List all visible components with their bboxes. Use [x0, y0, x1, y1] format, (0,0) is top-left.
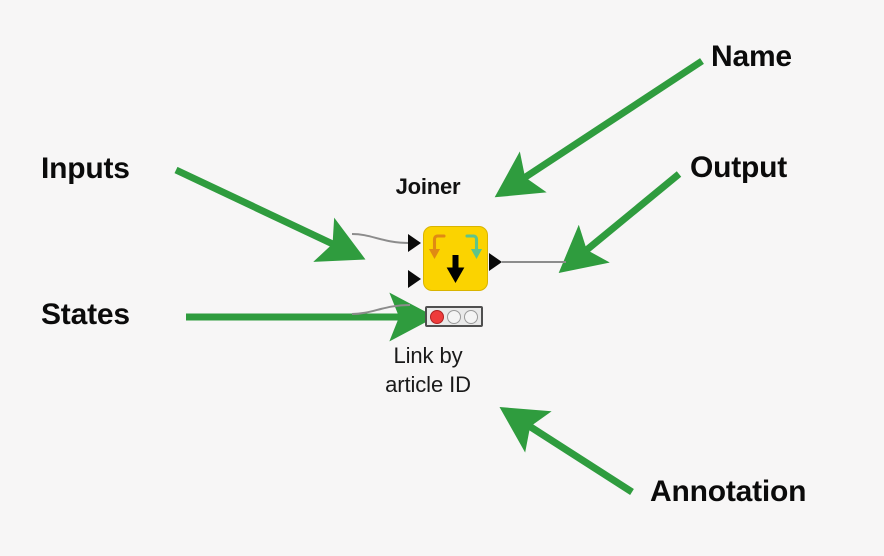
node-annotation[interactable]: Link by article ID [338, 341, 518, 400]
callout-label-output: Output [690, 151, 788, 184]
joiner-merge-icon [428, 234, 483, 284]
arrow-inputs [174, 166, 366, 262]
callout-label-states: States [41, 298, 130, 331]
status-led-yellow [446, 309, 461, 324]
node-annotation-line-1: Link by [393, 343, 463, 368]
callout-label-annotation: Annotation [650, 475, 807, 508]
node-annotation-line-2: article ID [385, 372, 471, 398]
workflow-node[interactable]: Joiner [351, 174, 572, 406]
output-port[interactable] [489, 253, 502, 271]
status-led-green [463, 309, 478, 324]
callout-label-name: Name [711, 40, 792, 73]
callout-label-inputs: Inputs [41, 152, 130, 185]
node-status-indicator[interactable] [425, 306, 483, 327]
input-port-top[interactable] [408, 234, 421, 252]
arrow-annotation [499, 406, 634, 495]
arrow-output [558, 171, 682, 274]
incoming-connections [351, 233, 411, 315]
node-body[interactable] [423, 226, 488, 291]
node-title: Joiner [395, 174, 461, 199]
input-port-bottom[interactable] [408, 270, 421, 288]
outgoing-connection [502, 261, 566, 263]
arrow-name [494, 58, 704, 198]
status-led-red [430, 309, 445, 324]
